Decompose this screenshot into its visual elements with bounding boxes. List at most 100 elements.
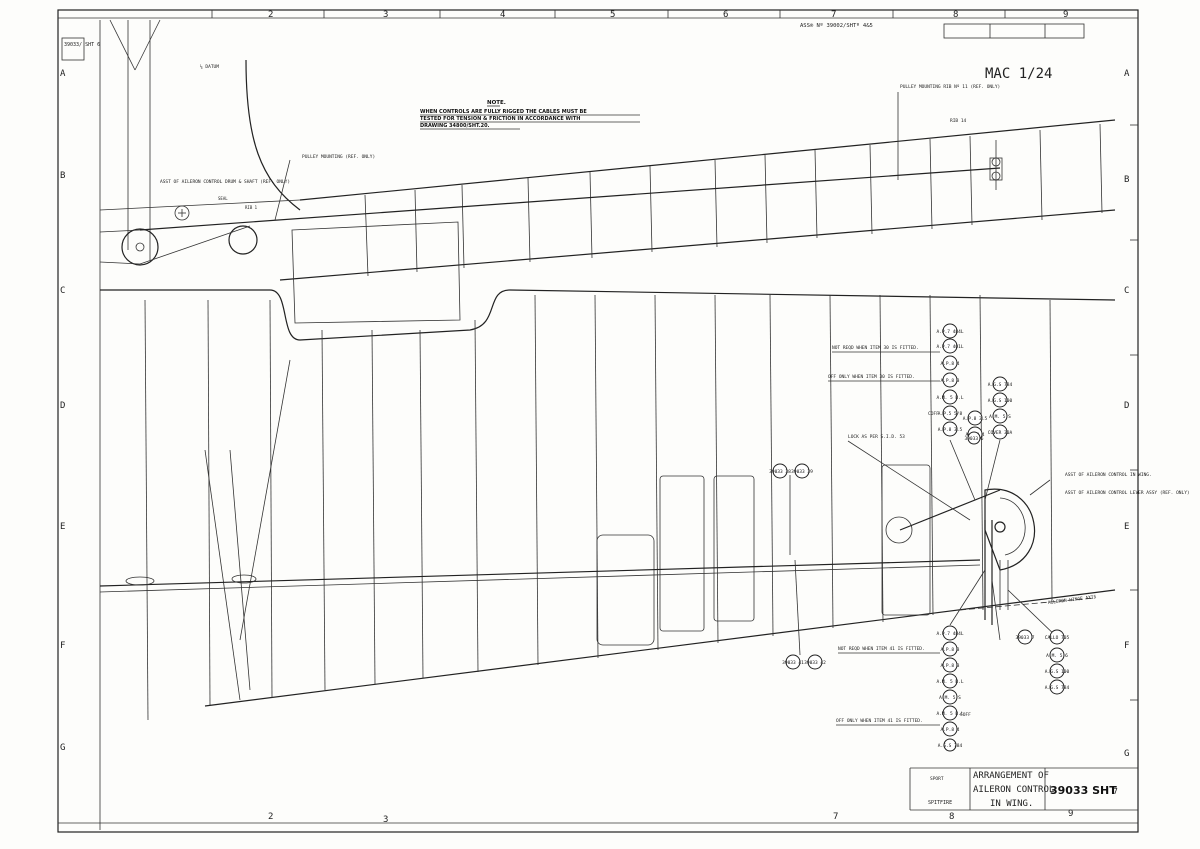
label-coff-2: COFF — [960, 712, 971, 718]
title-line-3: IN WING. — [990, 799, 1033, 809]
grid-letter: B — [60, 171, 65, 181]
label-seal: SEAL — [218, 196, 228, 201]
balloon: COVER 30A — [988, 424, 1013, 440]
balloon: A.M. 5.S — [939, 689, 961, 705]
grid-number: 2 — [268, 10, 273, 20]
aileron-cable-upper — [139, 167, 1001, 231]
grid-letter: E — [1124, 522, 1129, 532]
svg-text:A.M. 5.S: A.M. 5.S — [989, 414, 1011, 420]
right-ticks — [1130, 124, 1138, 701]
label-rib: RIB 14 — [950, 118, 967, 124]
svg-text:A.P.7 484L: A.P.7 484L — [936, 329, 963, 335]
svg-text:39033 7: 39033 7 — [1016, 635, 1035, 641]
svg-text:A.P.7 484L: A.P.7 484L — [936, 631, 963, 637]
grid-letter: A — [60, 69, 66, 79]
grid-number: 7 — [831, 10, 836, 20]
svg-text:39033 38: 39033 38 — [769, 469, 791, 475]
svg-text:A.M. 5.6: A.M. 5.6 — [1046, 653, 1068, 659]
grid-number: 2 — [268, 812, 273, 822]
grid-letter: C — [60, 286, 65, 296]
corner-ref-box: 39033/ SHT 6 — [61, 37, 100, 61]
label-lock: LOCK AS PER S.I.D. 53 — [848, 434, 905, 440]
note-line-3: DRAWING 34800/SHT.20. — [420, 123, 490, 129]
top-grid-numbers: 2 3 4 5 6 7 8 9 — [268, 10, 1068, 20]
svg-text:A.M. 5 B.L: A.M. 5 B.L — [936, 711, 963, 717]
bottom-grid-numbers: 2 3 7 8 9 — [268, 809, 1073, 825]
upper-ribs — [364, 123, 1103, 277]
grid-letter: A — [1124, 69, 1130, 79]
top-ticks — [211, 10, 1006, 18]
svg-text:A.M. 5.S: A.M. 5.S — [939, 695, 961, 701]
balloon: A.G.S 100 — [1045, 663, 1070, 679]
grid-letter: D — [1124, 401, 1129, 411]
balloon: A.P.8 4 — [941, 355, 960, 371]
svg-text:A.P.7 401L: A.P.7 401L — [936, 344, 963, 350]
grid-number: 9 — [1068, 809, 1073, 819]
balloon: A.G.S 784 — [988, 376, 1013, 392]
aircraft-name: SPITFIRE — [928, 800, 952, 806]
svg-text:A.G.S 784: A.G.S 784 — [938, 743, 963, 749]
grid-letter: B — [1124, 175, 1129, 185]
balloon: A.M. 5 B.L — [936, 673, 964, 689]
grid-number: 3 — [383, 815, 388, 825]
svg-text:A.P.8 4: A.P.8 4 — [941, 727, 960, 733]
svg-text:A.G.S 100: A.G.S 100 — [988, 398, 1013, 404]
grid-number: 8 — [953, 10, 958, 20]
svg-text:A.P.8 3: A.P.8 3 — [941, 378, 960, 384]
svg-text:39033 6: 39033 6 — [965, 436, 984, 442]
balloon: 39033 7 — [1016, 629, 1035, 645]
aileron-drum — [121, 228, 159, 266]
note-line-1: WHEN CONTROLS ARE FULLY RIGGED THE CABLE… — [420, 109, 587, 115]
outer-border — [57, 9, 1139, 833]
svg-text:39033 41: 39033 41 — [782, 660, 804, 666]
balloon: 39033 6 — [965, 431, 984, 445]
label-assy-lever: ASST OF AILERON CONTROL LEVER ASSY (REF.… — [1065, 490, 1190, 496]
grid-number: 3 — [383, 10, 388, 20]
svg-text:A.G.S 784: A.G.S 784 — [988, 382, 1013, 388]
balloon: A.P.8 3 — [941, 641, 960, 657]
label-rib-left: RIB 1 — [245, 205, 258, 210]
svg-text:39033 39: 39033 39 — [791, 469, 813, 475]
balloon: 39033 39 — [791, 463, 813, 479]
grid-number: 8 — [949, 812, 954, 822]
svg-text:A.G.S 100: A.G.S 100 — [1045, 669, 1070, 675]
balloon: A.P.8 3.5 — [938, 421, 963, 437]
datum-label: ¼ DATUM — [200, 64, 219, 70]
balloon: 39033 41 — [782, 654, 804, 670]
balloon-stack-bottom: A.P.7 484L A.P.8 3 A.P.8 3 A.M. 5 B.L A.… — [936, 625, 1070, 752]
grid-number: 6 — [723, 10, 728, 20]
svg-text:A.P.8 3.5: A.P.8 3.5 — [963, 416, 988, 422]
side-letters-left: A B C D E F G — [60, 69, 66, 753]
svg-text:A.P.5 5/8: A.P.5 5/8 — [938, 411, 963, 417]
svg-text:39033 42: 39033 42 — [804, 660, 826, 666]
grid-letter: E — [60, 522, 65, 532]
title-line-2: AILERON CONTROL — [973, 785, 1054, 795]
aileron-cable-lower — [99, 559, 981, 587]
svg-text:A.P.8 3.5: A.P.8 3.5 — [938, 427, 963, 433]
label-pulley-right: PULLEY MOUNTING RIB Nº 11 (REF. ONLY) — [900, 84, 1000, 90]
label-pulley-left: PULLEY MOUNTING (REF. ONLY) — [302, 154, 375, 160]
svg-text:A.M. 5 B.L: A.M. 5 B.L — [936, 679, 963, 685]
balloon: A.M. 5 B.L — [936, 705, 964, 721]
grid-number: 4 — [500, 10, 505, 20]
grid-letter: G — [1124, 749, 1129, 759]
drawing-number: 39033 SHT — [1050, 784, 1117, 797]
note-title: NOTE. — [487, 100, 506, 106]
label-off-only-41: OFF ONLY WHEN ITEM 41 IS FITTED. — [836, 718, 923, 724]
grid-letter: G — [60, 743, 65, 753]
balloon: 39033 38 — [769, 463, 791, 479]
balloon: A.P.8 3 — [941, 657, 960, 673]
grid-number: 7 — [833, 812, 838, 822]
grid-letter: D — [60, 401, 65, 411]
balloon: A.P.8 3 — [941, 372, 960, 388]
svg-text:COVER 30A: COVER 30A — [988, 430, 1013, 436]
balloon: A.P.8 3.5 — [963, 410, 988, 426]
balloon: A.M. 5.S — [989, 408, 1011, 424]
svg-text:A.P.8 4: A.P.8 4 — [941, 361, 960, 367]
sport-label: SPORT — [930, 776, 944, 782]
inspection-panel — [596, 534, 655, 646]
mac-stamp: MAC 1/24 — [985, 66, 1052, 82]
label-not-reqd-41: NOT REQD WHEN ITEM 41 IS FITTED. — [838, 646, 925, 652]
